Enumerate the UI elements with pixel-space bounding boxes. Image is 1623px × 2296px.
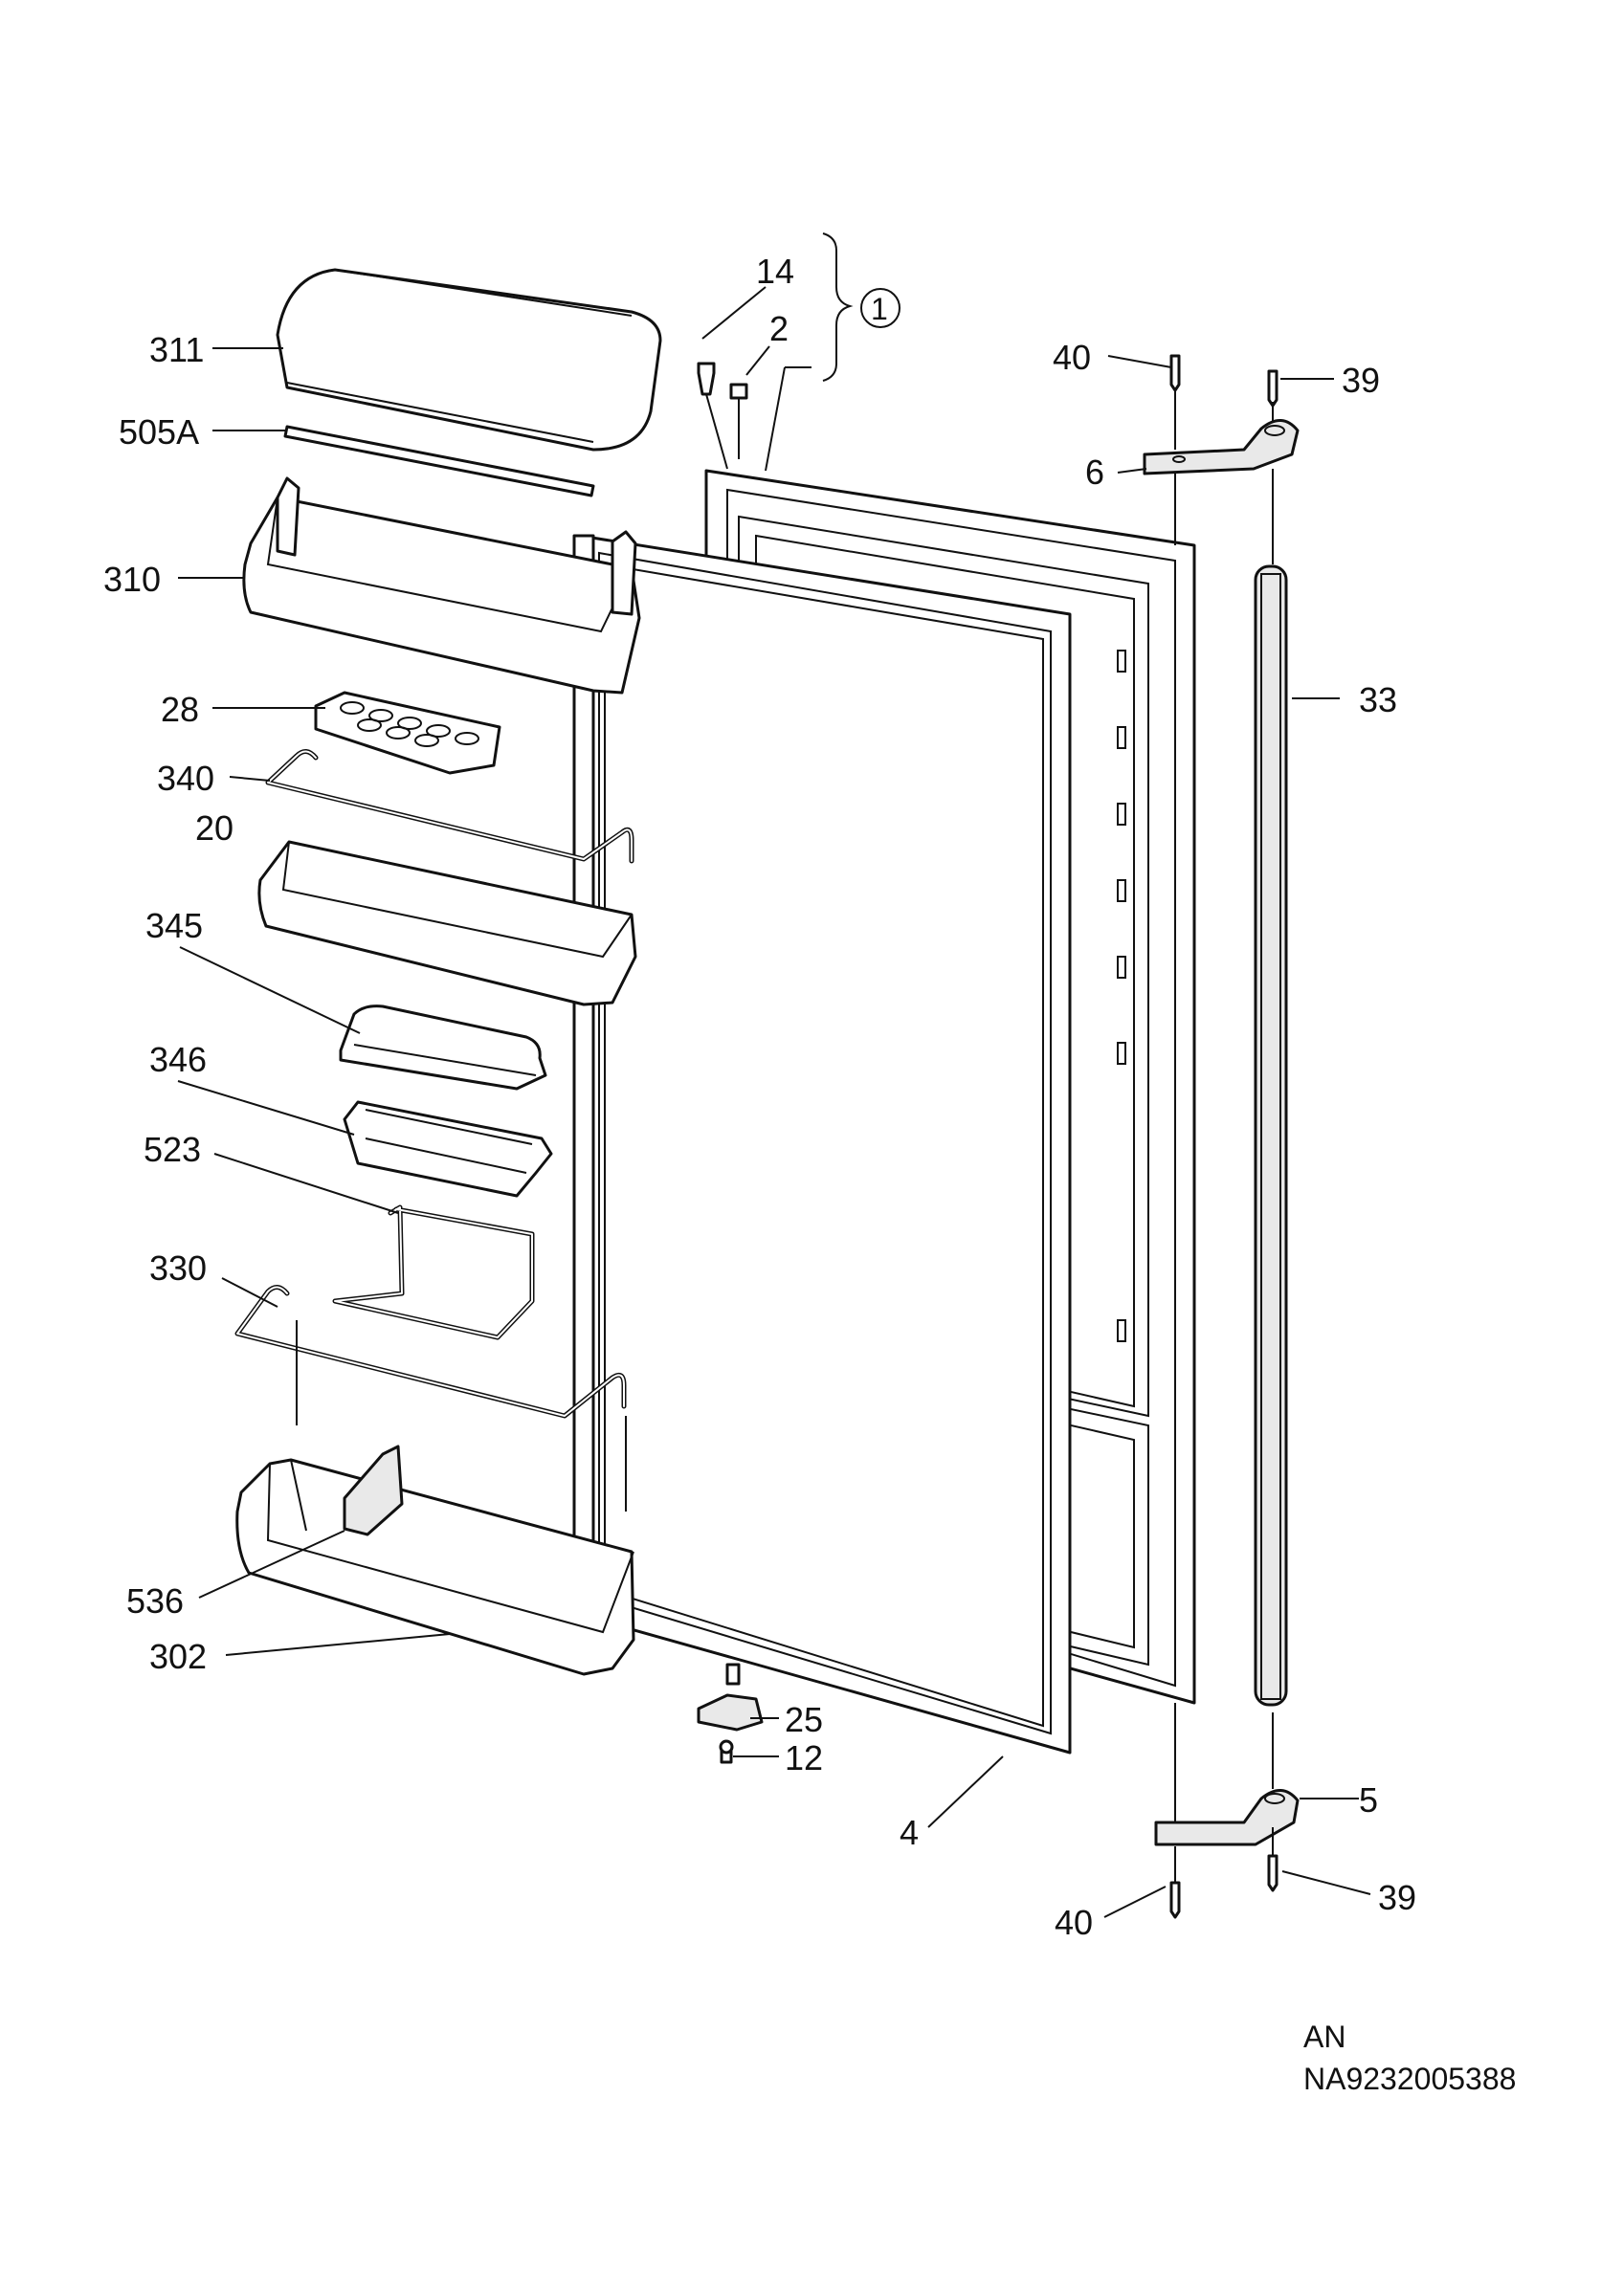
label-345: 345	[145, 906, 203, 945]
wire-rail-upper	[265, 749, 634, 864]
label-536: 536	[126, 1581, 184, 1621]
label-310: 310	[103, 560, 161, 599]
label-33: 33	[1359, 680, 1397, 719]
drawing-footer: AN NA9232005388	[1303, 2020, 1516, 2096]
label-39-top: 39	[1342, 361, 1380, 400]
label-2: 2	[769, 309, 789, 348]
leader-lines	[177, 286, 1371, 1918]
group-bracket	[822, 232, 900, 382]
bottle-shelf	[235, 1445, 635, 1676]
hinge-rod	[1254, 564, 1288, 1707]
label-1: 1	[871, 292, 888, 326]
model-code: AN	[1303, 2020, 1345, 2054]
top-plugs	[697, 362, 786, 472]
label-505A: 505A	[119, 412, 199, 452]
bottom-hinge-bracket	[1154, 1789, 1300, 1846]
door-assembly	[572, 469, 1196, 1755]
butter-lid	[339, 1004, 547, 1091]
shelf-lid	[276, 268, 662, 452]
label-311: 311	[149, 330, 204, 369]
egg-tray	[314, 691, 501, 775]
label-5: 5	[1359, 1780, 1378, 1820]
label-28: 28	[161, 690, 199, 729]
label-12: 12	[785, 1738, 823, 1777]
label-340: 340	[157, 759, 214, 798]
wire-rail-lower	[234, 1285, 627, 1512]
label-25: 25	[785, 1700, 823, 1739]
bottle-stop	[343, 1445, 404, 1536]
label-330: 330	[149, 1248, 207, 1288]
egg-cups	[340, 701, 479, 747]
label-14: 14	[756, 252, 794, 291]
wire-basket	[332, 1204, 535, 1340]
label-39-bottom: 39	[1378, 1878, 1416, 1917]
drawing-number: NA9232005388	[1303, 2062, 1516, 2096]
label-346: 346	[149, 1040, 207, 1079]
label-523: 523	[144, 1130, 201, 1169]
label-20: 20	[195, 808, 233, 848]
label-6: 6	[1085, 453, 1104, 492]
trim-strip	[283, 425, 595, 497]
label-302: 302	[149, 1637, 207, 1676]
hinge-screws	[1169, 354, 1278, 1919]
top-hinge-bracket	[1143, 419, 1300, 475]
bottom-pivot	[697, 1663, 764, 1764]
label-40-top: 40	[1053, 338, 1091, 377]
butter-box	[343, 1100, 553, 1198]
label-40-bottom: 40	[1055, 1903, 1093, 1942]
label-4: 4	[900, 1813, 919, 1852]
top-door-shelf	[242, 476, 641, 695]
hinge-assembly	[1143, 354, 1300, 1919]
part-labels: 311 505A 310 28 340 20 345 346 523 330 5…	[103, 252, 1416, 1942]
middle-door-shelf	[257, 840, 637, 1006]
door-gasket	[578, 534, 1072, 1755]
